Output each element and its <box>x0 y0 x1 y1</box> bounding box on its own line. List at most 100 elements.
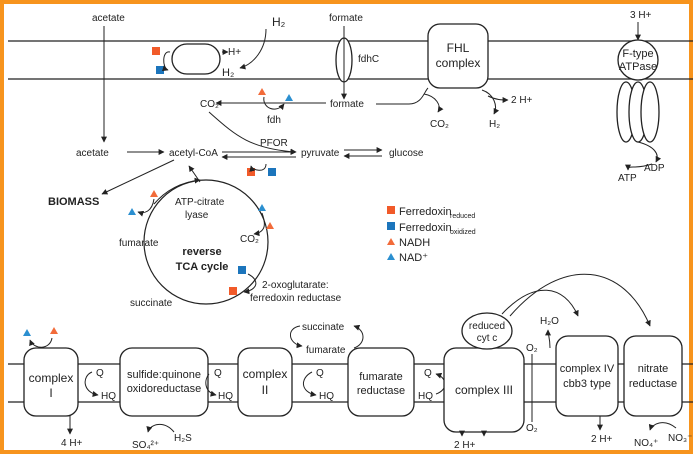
sqr-so4: SO₄²⁺ <box>132 440 159 451</box>
cytc-label-2: cyt c <box>477 333 498 344</box>
sqr-h2s: H₂S <box>174 433 192 444</box>
metabolic-diagram: acetate H+ H₂ H₂ formate fdhC FHL comple… <box>8 10 693 451</box>
succinate-tca-label: succinate <box>130 298 173 309</box>
complex-iii-2hplus: 2 H+ <box>454 440 476 451</box>
acetate-top-label: acetate <box>92 13 125 24</box>
co2-tca-label: CO₂ <box>240 234 259 245</box>
fumarate-tca-label: fumarate <box>119 238 159 249</box>
atpase-label-1: F-type <box>622 48 653 60</box>
no4-label: NO₄⁺ <box>634 438 658 449</box>
atp-citrate-lyase-2: lyase <box>185 210 209 221</box>
nadh-tca-icon <box>150 190 158 197</box>
hydrogenase-box <box>171 43 221 75</box>
legend: Ferredoxin reduced Ferredoxin oxidized N… <box>387 206 476 264</box>
fd-reduced-ogor-icon <box>229 287 237 295</box>
fhl-box <box>427 23 489 89</box>
complex-iv-label-1: complex IV <box>560 363 615 375</box>
nad-tca-icon <box>128 208 136 215</box>
metabolism: formate CO₂ fdh acetate acetyl-CoA PFOR … <box>48 88 424 309</box>
fdhc-transporter: formate fdhC <box>329 13 379 100</box>
complex-iv: O₂ O₂ H₂O complex IV cbb3 type 2 H+ <box>526 316 619 445</box>
complex-iv-box <box>555 335 619 417</box>
atpase-head <box>617 39 659 81</box>
fumarate-reductase-label-1: fumarate <box>359 371 402 383</box>
sqr-label-2: oxidoreductase <box>127 383 202 395</box>
fumarate-reductase-box <box>347 347 415 417</box>
sqr-q: Q <box>214 368 222 379</box>
acetate-label: acetate <box>76 148 109 159</box>
complex-iii-hq: HQ <box>418 391 433 402</box>
reverse-tca-label-1: reverse <box>182 246 221 258</box>
legend-fd-oxidized-icon <box>387 222 395 230</box>
complex-iii-label: complex III <box>455 383 513 397</box>
sqr-hq: HQ <box>218 391 233 402</box>
complex-ii-hq: HQ <box>319 391 334 402</box>
tca-cycle-circle <box>143 179 269 305</box>
complex-ii-box <box>237 347 293 417</box>
acetyl-coa-label: acetyl-CoA <box>169 148 218 159</box>
atpase: 3 H+ F-type ATPase ATP ADP <box>616 10 665 184</box>
complex-i-4hplus: 4 H+ <box>61 438 83 449</box>
o2-bottom: O₂ <box>526 423 538 434</box>
cytc-ellipse <box>461 312 513 350</box>
atpase-3hplus: 3 H+ <box>630 10 652 21</box>
fd-oxidized-ogor-icon <box>238 266 246 274</box>
legend-fd-reduced-sub: reduced <box>450 213 475 220</box>
fd-reduced-pfor-icon <box>247 168 255 176</box>
hydrogenase: H+ H₂ H₂ <box>152 15 286 79</box>
fumarate-reductase: fumarate reductase <box>347 347 415 417</box>
legend-fd-reduced: Ferredoxin <box>399 206 452 218</box>
nitrate-reductase-label-1: nitrate <box>638 363 669 375</box>
h2o-label: H₂O <box>540 316 559 327</box>
complex-iii: Q HQ complex III reduced cyt c 2 H+ <box>418 273 651 451</box>
pyruvate-label: pyruvate <box>301 148 340 159</box>
fdh-label: fdh <box>267 115 281 126</box>
succinate-fumarate: succinate fumarate <box>290 322 364 356</box>
fhl-co2: CO₂ <box>430 119 449 130</box>
complex-ii-label-2: II <box>262 383 269 397</box>
legend-fd-oxidized-sub: oxidized <box>450 229 476 236</box>
complex-i-q: Q <box>96 368 104 379</box>
atp-label: ATP <box>618 173 637 184</box>
complex-i-hq: HQ <box>101 391 116 402</box>
complex-i-box <box>23 347 79 417</box>
co2-label: CO₂ <box>200 99 219 110</box>
legend-fd-oxidized: Ferredoxin <box>399 222 452 234</box>
legend-nadh-icon <box>387 238 395 245</box>
nitrate-reductase: nitrate reductase NO₄⁺ NO₃⁻ <box>623 335 692 449</box>
hydrogenase-h2: H₂ <box>222 67 234 79</box>
fhl-h2: H₂ <box>489 119 500 130</box>
nadh-co2-icon <box>266 222 274 229</box>
fumarate-bottom: fumarate <box>306 345 346 356</box>
nad-co2-icon <box>258 204 266 211</box>
fd-oxidized-pfor-icon <box>268 168 276 176</box>
atpase-label-2: ATPase <box>619 61 657 73</box>
complex-i-label-2: I <box>49 386 52 400</box>
adp-label: ADP <box>644 163 665 174</box>
atpase-stalk-right <box>640 81 660 143</box>
sqr-label-1: sulfide:quinone <box>127 369 201 381</box>
formate-label: formate <box>330 99 364 110</box>
cytc-label-1: reduced <box>469 321 505 332</box>
sqr: sulfide:quinone oxidoreductase SO₄²⁺ H₂S… <box>119 347 233 451</box>
complex-iii-q: Q <box>424 368 432 379</box>
fumarate-reductase-label-2: reductase <box>357 385 405 397</box>
ferredoxin-oxidized-icon <box>156 66 164 74</box>
sqr-box <box>119 347 209 417</box>
top-membrane <box>8 40 693 80</box>
legend-nad-icon <box>387 253 395 260</box>
reverse-tca-label-2: TCA cycle <box>176 261 229 273</box>
nadh-complex-i-icon <box>50 327 58 334</box>
ogor-label-1: 2-oxoglutarate: <box>262 280 329 291</box>
biomass-label: BIOMASS <box>48 196 99 208</box>
ogor-label-2: ferredoxin reductase <box>250 293 342 304</box>
complex-ii-label-1: complex <box>243 367 288 381</box>
formate-top-label: formate <box>329 13 363 24</box>
h2-top-label: H₂ <box>272 15 286 29</box>
hydrogenase-hplus: H+ <box>228 47 241 58</box>
o2-top: O₂ <box>526 343 538 354</box>
succinate-bottom: succinate <box>302 322 345 333</box>
atp-citrate-lyase-1: ATP-citrate <box>175 197 225 208</box>
nitrate-reductase-box <box>623 335 683 417</box>
